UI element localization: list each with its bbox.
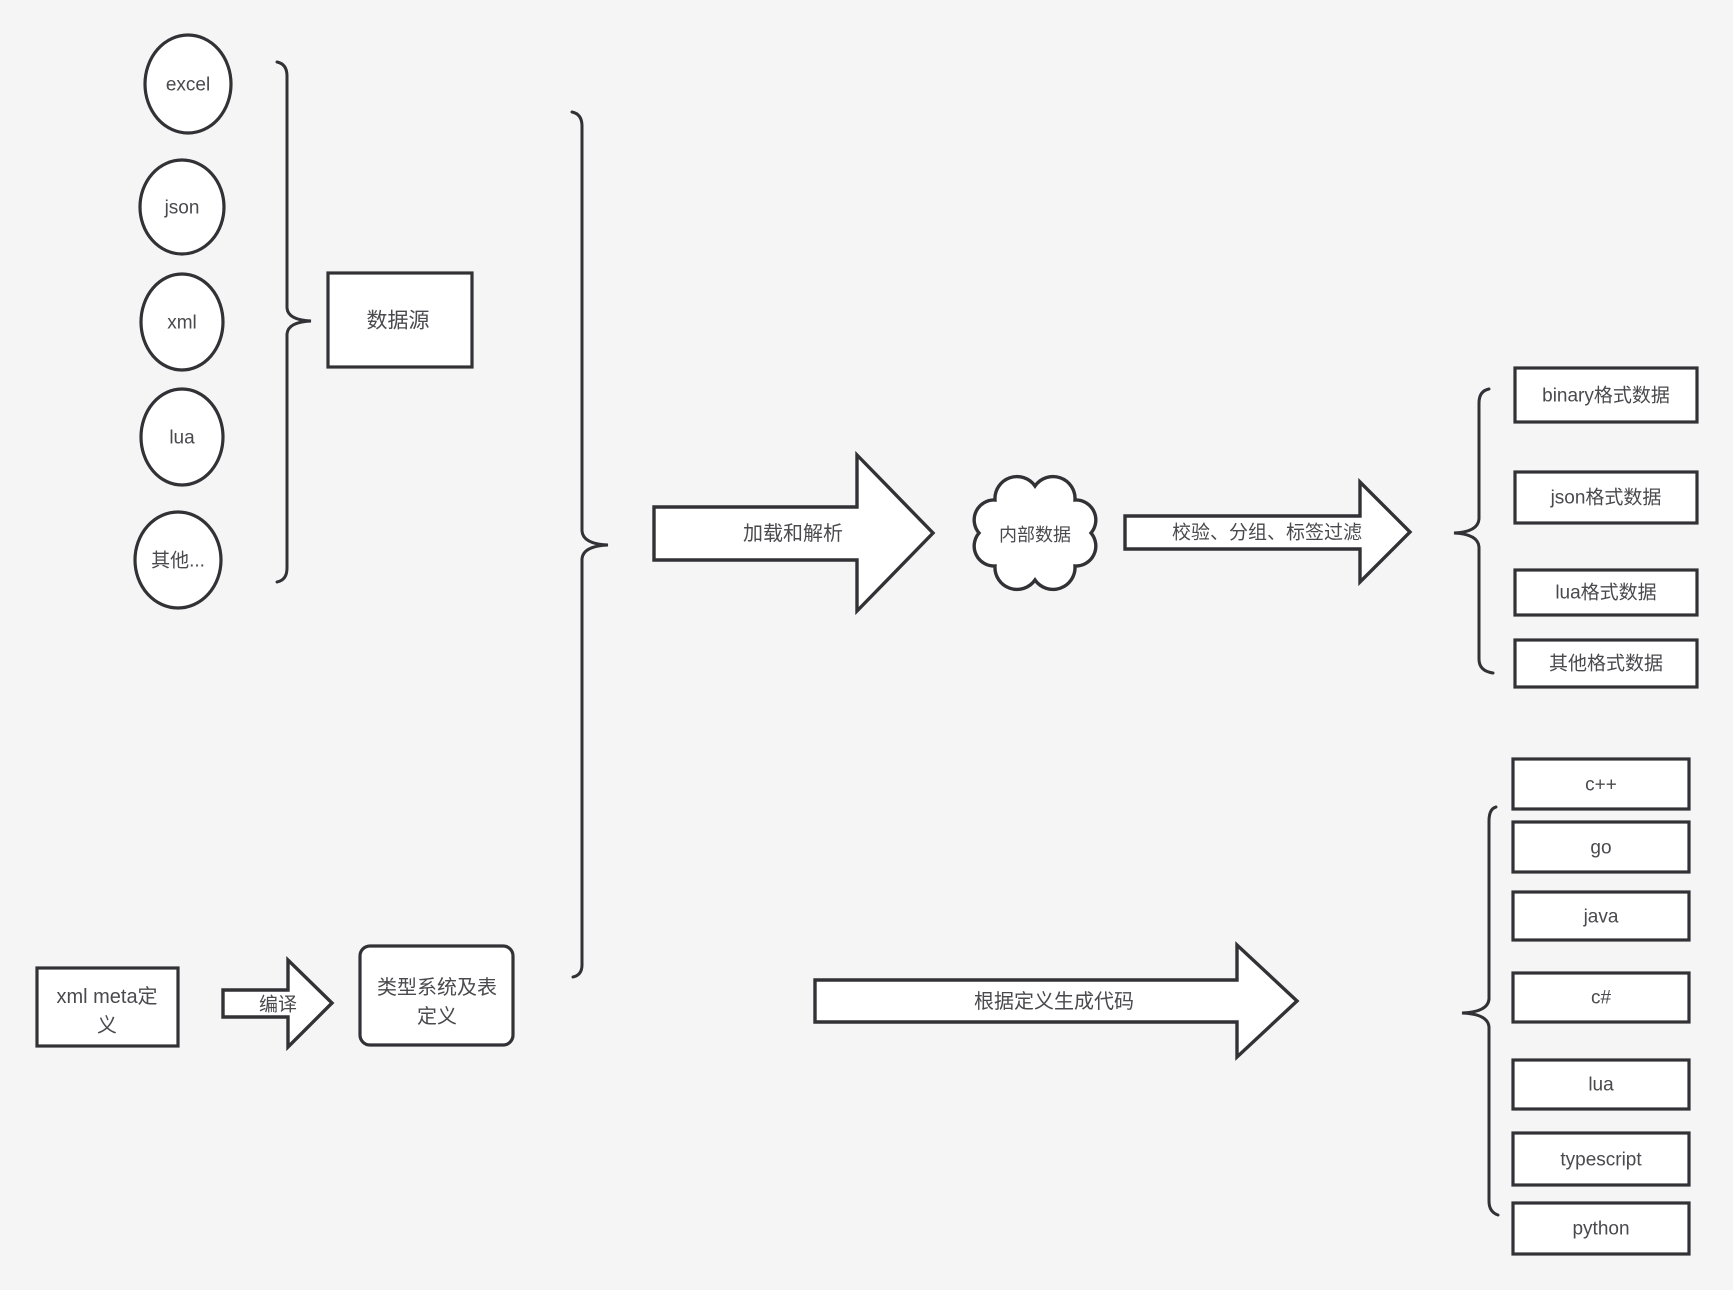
internal-data-label: 内部数据 [999, 525, 1071, 545]
source-circle-lua: lua [139, 387, 225, 487]
language-python-rect [1511, 1201, 1691, 1256]
excel-ellipse [143, 33, 233, 135]
codegen-label: 根据定义生成代码 [974, 990, 1134, 1013]
language-go-rect [1511, 820, 1691, 874]
load-parse-arrow-shape [652, 450, 936, 616]
language-box-cpp: c++ [1511, 757, 1691, 811]
excel-label: excel [166, 75, 210, 96]
filter-label: 校验、分组、标签过滤 [1172, 522, 1362, 544]
codegen-arrow-shape [813, 941, 1300, 1061]
json-ellipse [138, 158, 226, 256]
xml-meta-label-line2: 义 [97, 1014, 117, 1037]
filter-arrow: 校验、分组、标签过滤 [1123, 477, 1413, 587]
language-go-label: go [1590, 838, 1611, 859]
language-lua-rect [1511, 1058, 1691, 1111]
sources-brace [275, 60, 312, 584]
format-json-rect [1513, 470, 1699, 525]
cloud-shape [972, 474, 1098, 592]
format-other-label: 其他格式数据 [1549, 653, 1663, 675]
language-typescript-rect [1511, 1131, 1691, 1187]
language-cpp-label: c++ [1585, 775, 1617, 796]
format-box-json: json格式数据 [1513, 470, 1699, 525]
language-cpp-rect [1511, 757, 1691, 811]
other-label: 其他... [151, 550, 205, 572]
language-java-label: java [1583, 907, 1619, 928]
format-binary-rect [1513, 366, 1699, 424]
format-binary-label: binary格式数据 [1542, 385, 1670, 407]
format-other-rect [1513, 638, 1699, 689]
xml-ellipse [139, 272, 225, 372]
language-box-go: go [1511, 820, 1691, 874]
format-json-label: json格式数据 [1550, 487, 1662, 509]
language-csharp-label: c# [1591, 988, 1612, 1009]
lua-label: lua [169, 428, 195, 449]
compile-arrow: 编译 [221, 955, 335, 1052]
language-java-rect [1511, 890, 1691, 942]
xml-meta-rect [35, 966, 180, 1048]
formats-brace [1453, 387, 1495, 675]
type-system-label-line1: 类型系统及表 [377, 976, 497, 999]
language-python-label: python [1572, 1219, 1629, 1240]
languages-brace [1461, 805, 1500, 1217]
internal-data-cloud: 内部数据 [972, 474, 1098, 592]
type-system-label-line2: 定义 [417, 1005, 457, 1028]
language-box-python: python [1511, 1201, 1691, 1256]
xml-label: xml [167, 313, 197, 334]
source-circle-json: json [138, 158, 226, 256]
json-label: json [164, 198, 200, 219]
load-parse-arrow: 加载和解析 [652, 450, 936, 616]
xml-meta-label-line1: xml meta定 [56, 985, 157, 1008]
load-parse-label: 加载和解析 [743, 522, 843, 545]
xml-meta-box: xml meta定 义 [35, 966, 180, 1048]
source-circle-xml: xml [139, 272, 225, 372]
type-system-rect [358, 944, 515, 1047]
compile-arrow-shape [221, 955, 335, 1052]
format-lua-label: lua格式数据 [1555, 582, 1656, 604]
source-circle-excel: excel [143, 33, 233, 135]
main-brace [570, 110, 609, 979]
format-lua-rect [1513, 568, 1699, 617]
lua-ellipse [139, 387, 225, 487]
language-csharp-rect [1511, 971, 1691, 1024]
language-lua-label: lua [1588, 1075, 1614, 1096]
format-box-binary: binary格式数据 [1513, 366, 1699, 424]
language-box-lua: lua [1511, 1058, 1691, 1111]
format-box-other: 其他格式数据 [1513, 638, 1699, 689]
language-typescript-label: typescript [1560, 1150, 1642, 1171]
type-system-box: 类型系统及表 定义 [358, 944, 515, 1047]
data-source-label: 数据源 [367, 310, 430, 333]
language-box-java: java [1511, 890, 1691, 942]
data-source-rect [326, 271, 474, 369]
language-box-csharp: c# [1511, 971, 1691, 1024]
language-box-typescript: typescript [1511, 1131, 1691, 1187]
other-ellipse [133, 510, 223, 610]
filter-arrow-shape [1123, 477, 1413, 587]
compile-label: 编译 [259, 994, 297, 1016]
data-source-box: 数据源 [326, 271, 474, 369]
format-box-lua: lua格式数据 [1513, 568, 1699, 617]
source-circle-other: 其他... [133, 510, 223, 610]
codegen-arrow: 根据定义生成代码 [813, 941, 1300, 1061]
